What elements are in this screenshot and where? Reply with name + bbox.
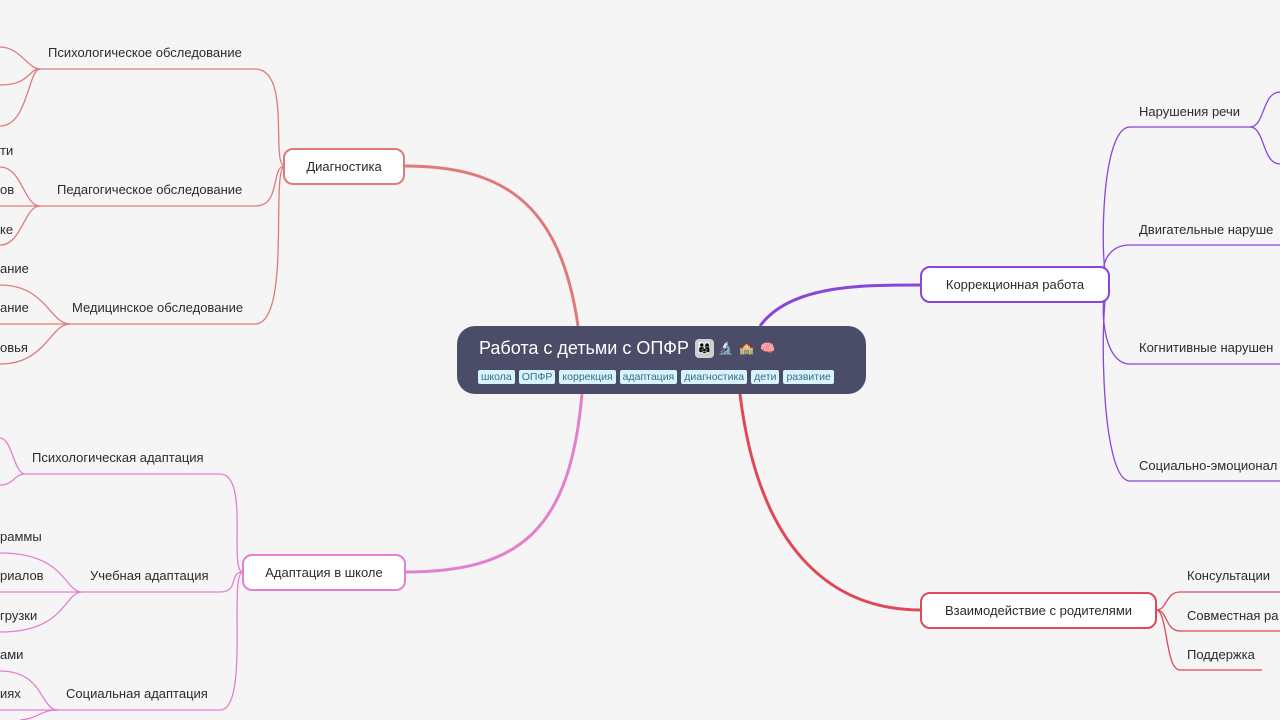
school-icon: 🏫: [739, 340, 754, 355]
topic-speech-disorders[interactable]: Нарушения речи: [1139, 104, 1241, 119]
branch-label: Коррекционная работа: [945, 277, 1085, 292]
root-node[interactable]: Работа с детьми с ОПФР 👨‍👩‍👧 🔬 🏫 🧠 школа…: [457, 326, 866, 394]
leaf-text[interactable]: ти: [0, 143, 14, 158]
root-emojis: 👨‍👩‍👧 🔬 🏫 🧠: [695, 338, 777, 358]
branch-node-diagnostics[interactable]: Диагностика: [283, 148, 405, 185]
tag[interactable]: диагностика: [681, 370, 748, 384]
leaf-text[interactable]: грузки: [0, 608, 38, 623]
topic-motor-disorders[interactable]: Двигательные наруше: [1139, 222, 1274, 237]
tag[interactable]: школа: [478, 370, 515, 384]
topic-learning-adaptation[interactable]: Учебная адаптация: [90, 568, 209, 583]
root-tags: школа ОПФР коррекция адаптация диагности…: [478, 370, 834, 384]
parents-connectors: [738, 393, 1280, 671]
topic-psych-exam[interactable]: Психологическое обследование: [48, 45, 242, 60]
branch-label: Диагностика: [306, 159, 382, 174]
branch-label: Взаимодействие с родителями: [944, 603, 1133, 618]
topic-medical-exam[interactable]: Медицинское обследование: [72, 300, 244, 315]
topic-joint-work[interactable]: Совместная ра: [1187, 608, 1279, 623]
leaf-text[interactable]: ке: [0, 222, 14, 237]
topic-social-emotional[interactable]: Социально-эмоционал: [1139, 458, 1278, 473]
brain-icon: 🧠: [760, 340, 775, 355]
family-icon: 👨‍👩‍👧: [695, 338, 714, 358]
tag[interactable]: развитие: [783, 370, 834, 384]
leaf-text[interactable]: риалов: [0, 568, 44, 583]
topic-pedagogical-exam[interactable]: Педагогическое обследование: [57, 182, 243, 197]
leaf-text[interactable]: раммы: [0, 529, 42, 544]
branch-node-adaptation[interactable]: Адаптация в школе: [242, 554, 406, 591]
leaf-text[interactable]: ов: [0, 182, 15, 197]
branch-node-correction[interactable]: Коррекционная работа: [920, 266, 1110, 303]
adaptation-connectors: [0, 393, 584, 720]
branch-node-parents[interactable]: Взаимодействие с родителями: [920, 592, 1157, 629]
topic-psych-adaptation[interactable]: Психологическая адаптация: [32, 450, 204, 465]
root-title: Работа с детьми с ОПФР: [479, 338, 689, 358]
tag[interactable]: дети: [751, 370, 780, 384]
tag[interactable]: коррекция: [559, 370, 616, 384]
leaf-text[interactable]: ами: [0, 647, 24, 662]
leaf-text[interactable]: овья: [0, 340, 28, 355]
branch-label: Адаптация в школе: [265, 565, 383, 580]
root-title-row: Работа с детьми с ОПФР 👨‍👩‍👧 🔬 🏫 🧠: [479, 336, 866, 360]
topic-social-adaptation[interactable]: Социальная адаптация: [66, 686, 208, 701]
microscope-icon: 🔬: [718, 340, 733, 355]
diagnostics-connectors: [0, 46, 580, 365]
tag[interactable]: адаптация: [619, 370, 678, 384]
leaf-text[interactable]: ание: [0, 261, 29, 276]
leaf-text[interactable]: ание: [0, 300, 29, 315]
topic-support[interactable]: Поддержка: [1187, 647, 1255, 662]
leaf-text[interactable]: иях: [0, 686, 21, 701]
topic-consultations[interactable]: Консультации: [1187, 568, 1271, 583]
topic-cognitive-disorders[interactable]: Когнитивные нарушен: [1139, 340, 1274, 355]
tag[interactable]: ОПФР: [518, 370, 556, 384]
